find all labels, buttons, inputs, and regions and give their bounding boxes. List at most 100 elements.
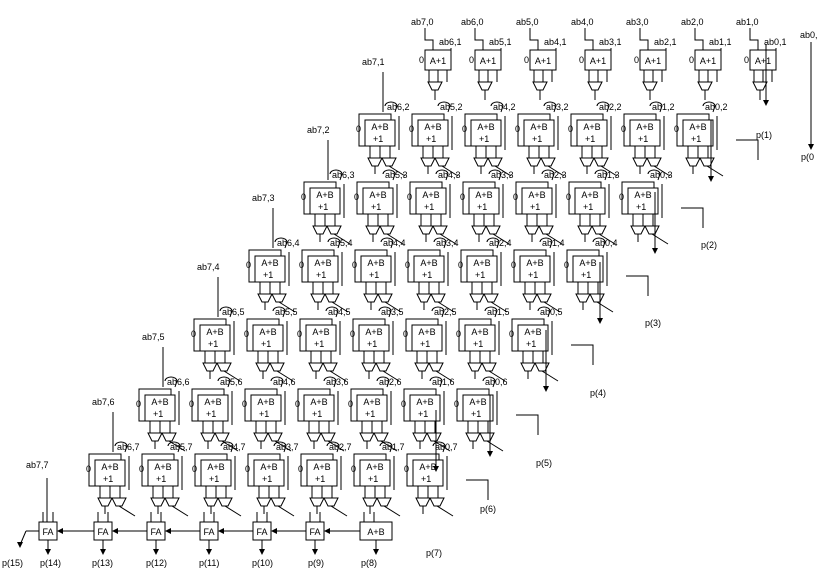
adder-row: ab7,1A+B+10ab6,2A+B+10ab5,2A+B+10ab4,2A+… (356, 57, 758, 176)
carry-label: +1 (262, 474, 272, 484)
mux (256, 363, 270, 371)
mux (428, 82, 442, 90)
cell-label: A+B (530, 122, 547, 132)
wire (172, 506, 188, 516)
wire (225, 506, 241, 516)
zero-label: 0 (191, 329, 196, 339)
carry-label: +1 (424, 202, 434, 212)
carry-label: +1 (532, 134, 542, 144)
cell-label: A+B (526, 258, 543, 268)
output-arrow (45, 549, 51, 555)
output-label: p(14) (40, 558, 61, 568)
output-arrow (808, 144, 814, 150)
zero-label: 0 (297, 329, 302, 339)
side-input-label: ab5,2 (440, 102, 463, 112)
mux (380, 226, 394, 234)
zero-label: 0 (352, 260, 357, 270)
zero-label: 0 (509, 329, 514, 339)
zero-label: 0 (242, 399, 247, 409)
cell-label: A+B (257, 397, 274, 407)
mux (578, 226, 592, 234)
mux (362, 363, 376, 371)
input-wire (585, 28, 593, 50)
side-input-label: ab0,3 (650, 170, 673, 180)
mux (218, 498, 232, 506)
mux (474, 158, 488, 166)
output-wire (466, 480, 488, 500)
side-input-label: ab3,3 (491, 170, 514, 180)
block-label: A+B (367, 527, 384, 537)
mux (700, 158, 714, 166)
mux (416, 498, 430, 506)
zero-label: 0 (351, 464, 356, 474)
output-arrow (487, 451, 493, 457)
mux (258, 294, 272, 302)
side-input-label: ab1,6 (432, 377, 455, 387)
mux (307, 433, 321, 441)
zero-label: 0 (515, 124, 520, 134)
zero-label: 0 (469, 55, 474, 65)
side-input-label: ab5,4 (330, 238, 353, 248)
row-left-input-label: ab7,6 (92, 397, 115, 407)
cell-label: A+B (524, 327, 541, 337)
zero-label: 0 (299, 260, 304, 270)
mux (415, 363, 429, 371)
cell-label: A+B (365, 327, 382, 337)
cell-label: A+B (420, 258, 437, 268)
output-wire (681, 208, 703, 228)
carry-label: +1 (373, 134, 383, 144)
cell-label: A+B (473, 258, 490, 268)
mux (523, 294, 537, 302)
wire (652, 234, 668, 244)
carry-label: +1 (315, 474, 325, 484)
output-arrow (373, 549, 379, 555)
mux (257, 498, 271, 506)
side-input-label: ab5,6 (220, 377, 243, 387)
mux (631, 226, 645, 234)
output-arrow (708, 176, 714, 182)
carry-label: +1 (477, 202, 487, 212)
cell-label: A+B (418, 327, 435, 337)
mux (417, 294, 431, 302)
output-label: p(0 (801, 152, 814, 162)
block-label: FA (203, 527, 214, 537)
side-input-label: ab4,2 (493, 102, 516, 112)
mux (382, 158, 396, 166)
block-label: FA (256, 527, 267, 537)
mux (217, 363, 231, 371)
carry-label: +1 (581, 270, 591, 280)
carry-label: +1 (471, 409, 481, 419)
cell-label: A+B (260, 462, 277, 472)
cell-label: A+B (261, 258, 278, 268)
top-input-label: ab7,0 (411, 17, 434, 27)
cell-label: A+B (367, 258, 384, 268)
zero-label: 0 (460, 192, 465, 202)
mux (327, 226, 341, 234)
mux (521, 363, 535, 371)
mux (633, 158, 647, 166)
mux (488, 158, 502, 166)
mux (201, 433, 215, 441)
output-arrow (312, 549, 318, 555)
cell-label: A+B (101, 462, 118, 472)
cell-label: A+B (371, 122, 388, 132)
row-left-input-label: ab7,7 (26, 460, 49, 470)
output-arrow (259, 549, 265, 555)
zero-label: 0 (189, 399, 194, 409)
mux (592, 226, 606, 234)
cell-label: A+B (312, 327, 329, 337)
wire (487, 441, 503, 451)
top-input-label: ab3,0 (626, 17, 649, 27)
wire (384, 506, 400, 516)
mux (480, 433, 494, 441)
mux (590, 294, 604, 302)
row-left-input-label: ab7,2 (307, 125, 330, 135)
row-left-input-label: ab7,5 (142, 332, 165, 342)
output-label: p(10) (252, 558, 273, 568)
carry-arrow (218, 528, 224, 534)
output-arrow (763, 100, 769, 106)
output-label: p(5) (536, 458, 552, 468)
mux (363, 498, 377, 506)
zero-label: 0 (621, 124, 626, 134)
output-label: p(3) (645, 318, 661, 328)
